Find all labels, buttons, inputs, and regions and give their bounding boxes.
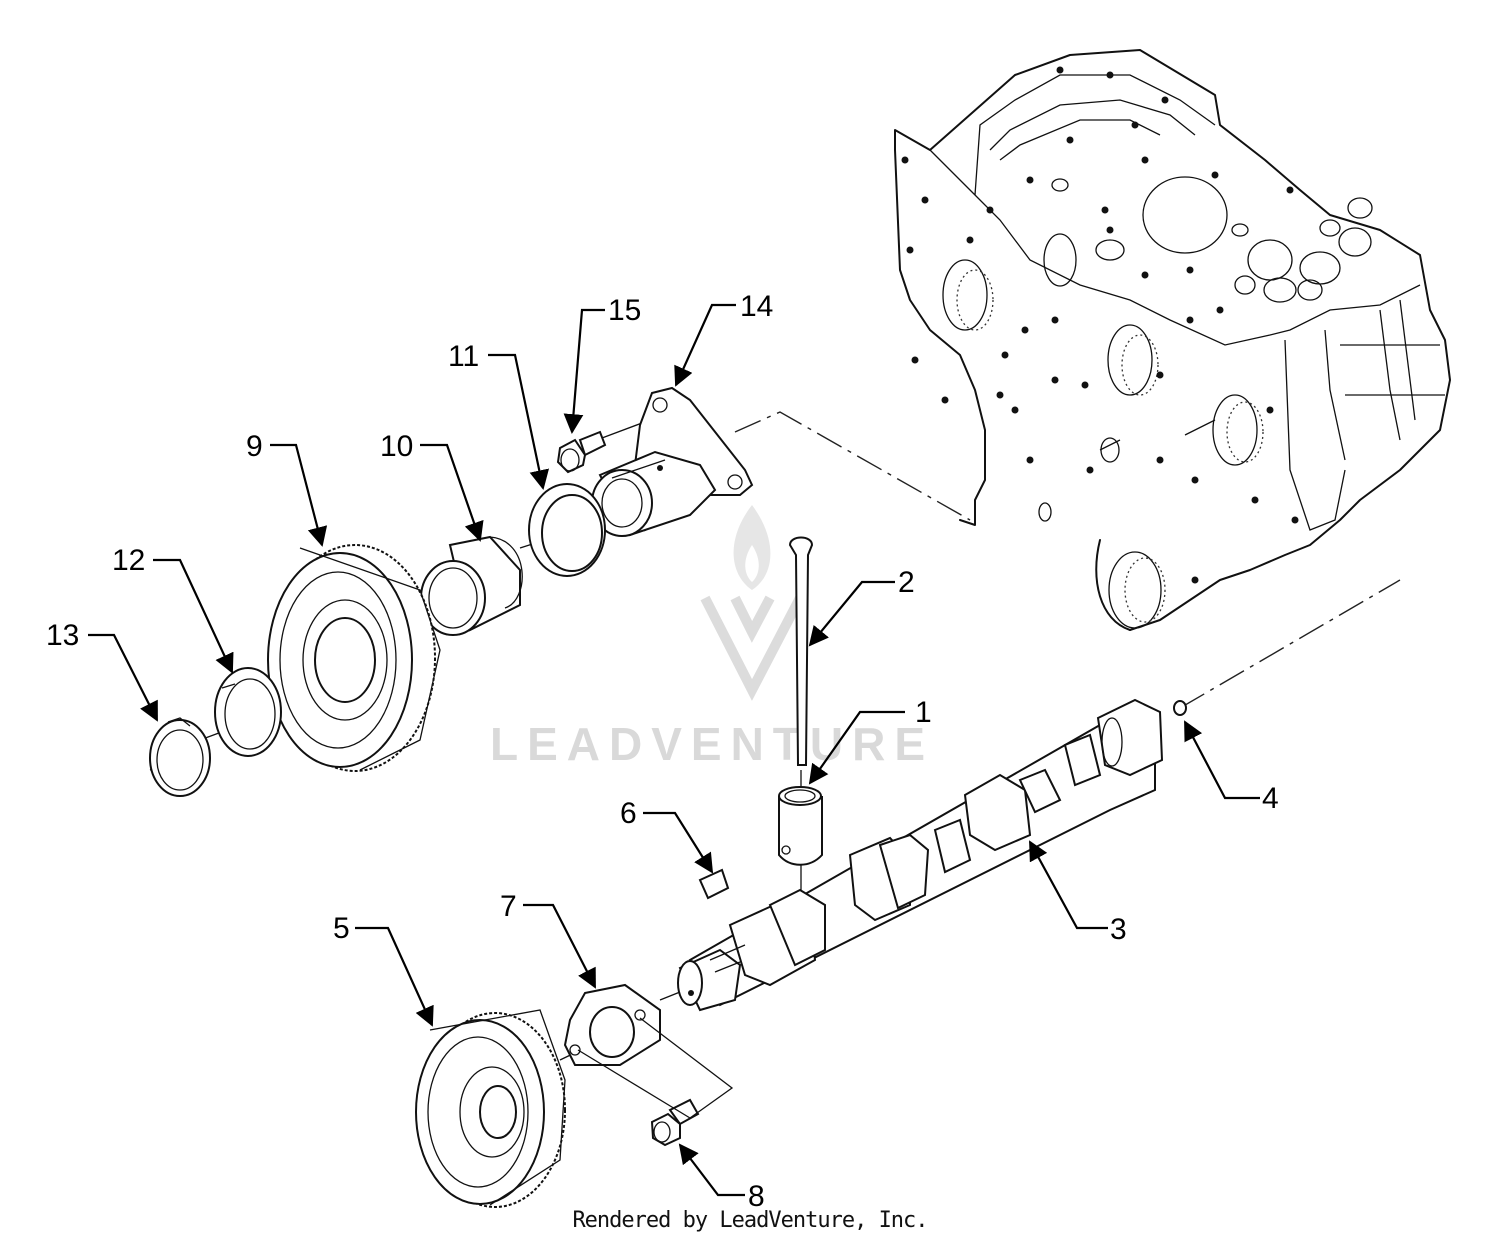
- part-9-idler-gear: [267, 544, 441, 772]
- part-10-bushing: [420, 535, 523, 636]
- part-11-thrust-washer: [528, 483, 606, 577]
- engine-block: [894, 49, 1451, 631]
- part-5-camshaft-gear: [415, 1009, 566, 1208]
- callout-9[interactable]: 9: [246, 430, 328, 547]
- callout-13[interactable]: 13: [46, 619, 158, 722]
- callout-label: 14: [740, 290, 773, 323]
- callouts: 1 2 3 4 5 6 7: [46, 290, 1279, 1213]
- callout-label: 2: [898, 566, 915, 599]
- callout-label: 12: [112, 544, 145, 577]
- callout-11[interactable]: 11: [448, 340, 550, 490]
- callout-5[interactable]: 5: [333, 912, 434, 1027]
- callout-2[interactable]: 2: [808, 566, 915, 647]
- callout-label: 3: [1110, 913, 1127, 946]
- callout-1[interactable]: 1: [808, 696, 932, 785]
- callout-label: 13: [46, 619, 79, 652]
- watermark-logo-icon: [700, 505, 805, 701]
- part-14-idler-shaft: [591, 386, 754, 537]
- part-1-tappet: [778, 786, 823, 866]
- callout-15[interactable]: 15: [563, 294, 641, 434]
- callout-3[interactable]: 3: [1029, 840, 1127, 946]
- callout-10[interactable]: 10: [380, 430, 484, 542]
- callout-8[interactable]: 8: [577, 1017, 765, 1213]
- callout-label: 8: [748, 1180, 765, 1213]
- part-3-camshaft: [677, 698, 1164, 1012]
- callout-12[interactable]: 12: [112, 544, 234, 674]
- callout-label: 4: [1262, 782, 1279, 815]
- callout-label: 10: [380, 430, 413, 463]
- callout-label: 15: [608, 294, 641, 327]
- callout-label: 6: [620, 797, 637, 830]
- part-13-snap-ring: [149, 717, 211, 797]
- callout-14[interactable]: 14: [674, 290, 773, 387]
- watermark: LEADVENTURE: [490, 505, 934, 770]
- block-bolt-holes: [901, 66, 1299, 584]
- callout-label: 1: [915, 696, 932, 729]
- part-4-plug: [1173, 700, 1187, 716]
- callout-label: 9: [246, 430, 263, 463]
- part-6-woodruff-key: [698, 868, 730, 900]
- callout-label: 7: [500, 890, 517, 923]
- watermark-text: LEADVENTURE: [490, 718, 934, 770]
- part-15-bolt: [556, 430, 607, 474]
- callout-4[interactable]: 4: [1184, 720, 1279, 815]
- part-2-push-rod: [788, 536, 814, 766]
- part-7-thrust-plate: [563, 983, 661, 1066]
- footer-credit: Rendered by LeadVenture, Inc.: [572, 1208, 928, 1233]
- part-8-bolt: [650, 1098, 700, 1147]
- part-12-washer: [214, 667, 282, 757]
- callout-label: 11: [448, 340, 479, 373]
- callout-label: 5: [333, 912, 350, 945]
- callout-6[interactable]: 6: [620, 797, 714, 874]
- callout-7[interactable]: 7: [500, 890, 596, 989]
